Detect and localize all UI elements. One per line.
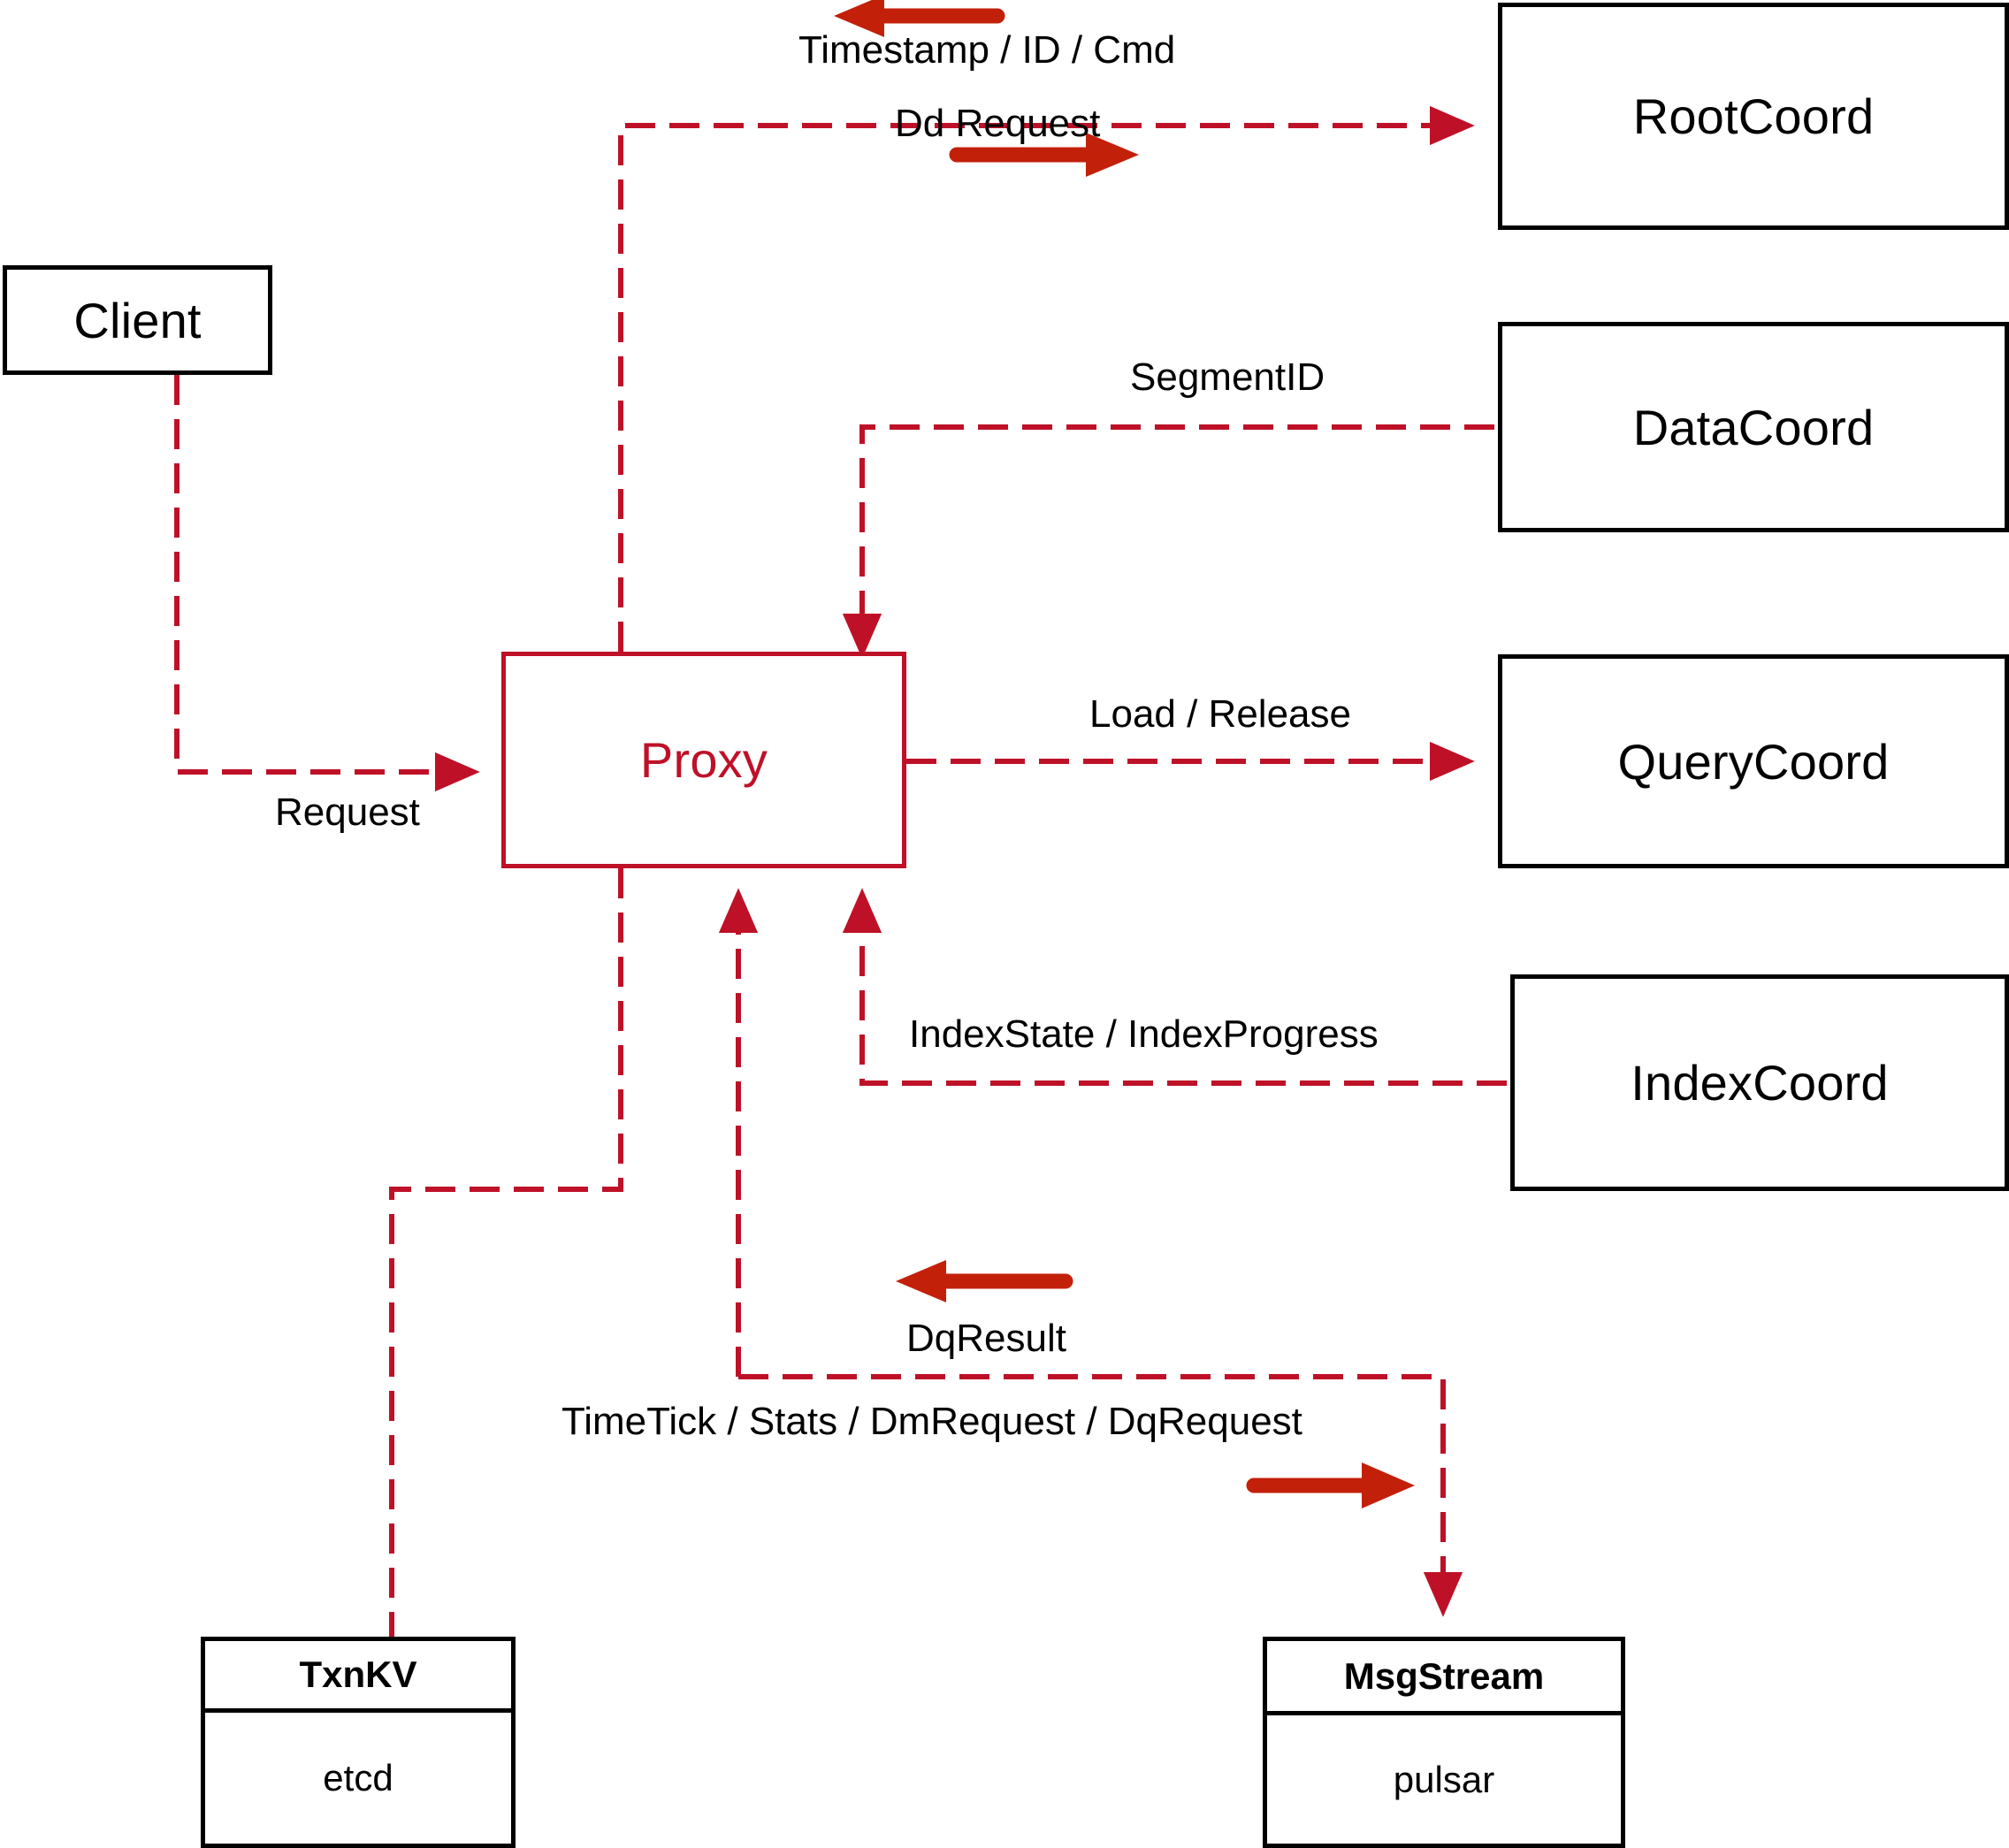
node-txnkv-body: etcd: [323, 1757, 393, 1798]
node-indexcoord-label: IndexCoord: [1631, 1055, 1889, 1111]
edge-label-dq-result: DqResult: [906, 1317, 1066, 1360]
edge-datacoord-proxy: [842, 424, 1494, 659]
edge-label-segmentid: SegmentID: [1130, 355, 1325, 399]
edge-label-index-state: IndexState / IndexProgress: [909, 1012, 1379, 1056]
node-txnkv[interactable]: TxnKV etcd: [201, 1637, 516, 1848]
arrow-dqresult-icon: [896, 1260, 1073, 1302]
edge-label-dd-request: Dd Request: [895, 102, 1101, 145]
arrow-dqrequest-icon: [1246, 1462, 1415, 1508]
node-querycoord-label: QueryCoord: [1617, 733, 1890, 790]
node-querycoord[interactable]: QueryCoord: [1498, 654, 2009, 868]
node-client-label: Client: [73, 292, 202, 348]
arrow-dd-request-icon: [949, 133, 1139, 177]
node-msgstream-body: pulsar: [1393, 1758, 1495, 1800]
node-rootcoord[interactable]: RootCoord: [1498, 3, 2009, 230]
node-rootcoord-label: RootCoord: [1632, 88, 1875, 144]
edge-label-load-release: Load / Release: [1089, 692, 1351, 736]
edge-proxy-txnkv: [389, 868, 623, 1637]
node-client[interactable]: Client: [3, 265, 272, 375]
node-indexcoord[interactable]: IndexCoord: [1510, 974, 2009, 1191]
edge-indexcoord-proxy: [842, 888, 1507, 1086]
node-msgstream[interactable]: MsgStream pulsar: [1263, 1637, 1625, 1848]
node-txnkv-header: TxnKV: [205, 1641, 511, 1713]
edge-label-timetick-stats: TimeTick / Stats / DmRequest / DqRequest: [561, 1400, 1302, 1443]
node-datacoord-label: DataCoord: [1632, 399, 1875, 455]
edge-client-proxy: [174, 375, 480, 792]
edge-proxy-rootcoord: [618, 105, 1475, 652]
node-datacoord[interactable]: DataCoord: [1498, 322, 2009, 532]
node-msgstream-header: MsgStream: [1267, 1641, 1621, 1715]
edge-label-request: Request: [275, 790, 420, 834]
arrow-timestamp-icon: [834, 0, 1005, 37]
node-proxy-label: Proxy: [639, 732, 768, 788]
edge-label-timestamp-id-cmd: Timestamp / ID / Cmd: [798, 28, 1176, 72]
node-proxy[interactable]: Proxy: [501, 652, 906, 868]
edge-proxy-msgstream: [738, 1374, 1463, 1617]
